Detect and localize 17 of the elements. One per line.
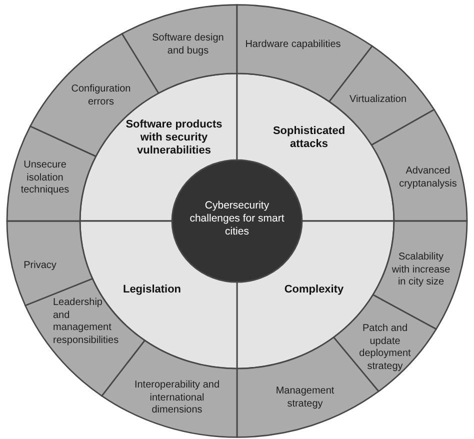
- center-title: Cybersecurity challenges for smart cities: [190, 200, 284, 238]
- category-label: Sophisticated attacks: [272, 125, 346, 150]
- category-label: Software products with security vulnerabilities: [126, 118, 222, 156]
- category-label: Complexity: [284, 284, 344, 296]
- segment-label: Configuration errors: [71, 84, 131, 107]
- segment-label: Virtualization: [349, 94, 407, 105]
- segment-label: Interoperability and international dimensions: [134, 379, 220, 416]
- segment-label: Scalability with increase in city size: [392, 251, 450, 288]
- segment-label: Advanced cryptanalysis: [399, 166, 457, 189]
- segment-label: Software design and bugs: [152, 32, 224, 56]
- segment-label: Management strategy: [276, 386, 334, 409]
- segment-label: Patch and update deployment strategy: [359, 323, 411, 372]
- segment-label: Unsecure isolation techniques: [20, 159, 70, 196]
- segment-label: Hardware capabilities: [245, 38, 341, 50]
- category-label: Legislation: [122, 284, 182, 296]
- segment-label: Leadership and management responsibilities: [53, 297, 119, 346]
- segment-label: Privacy: [24, 260, 56, 271]
